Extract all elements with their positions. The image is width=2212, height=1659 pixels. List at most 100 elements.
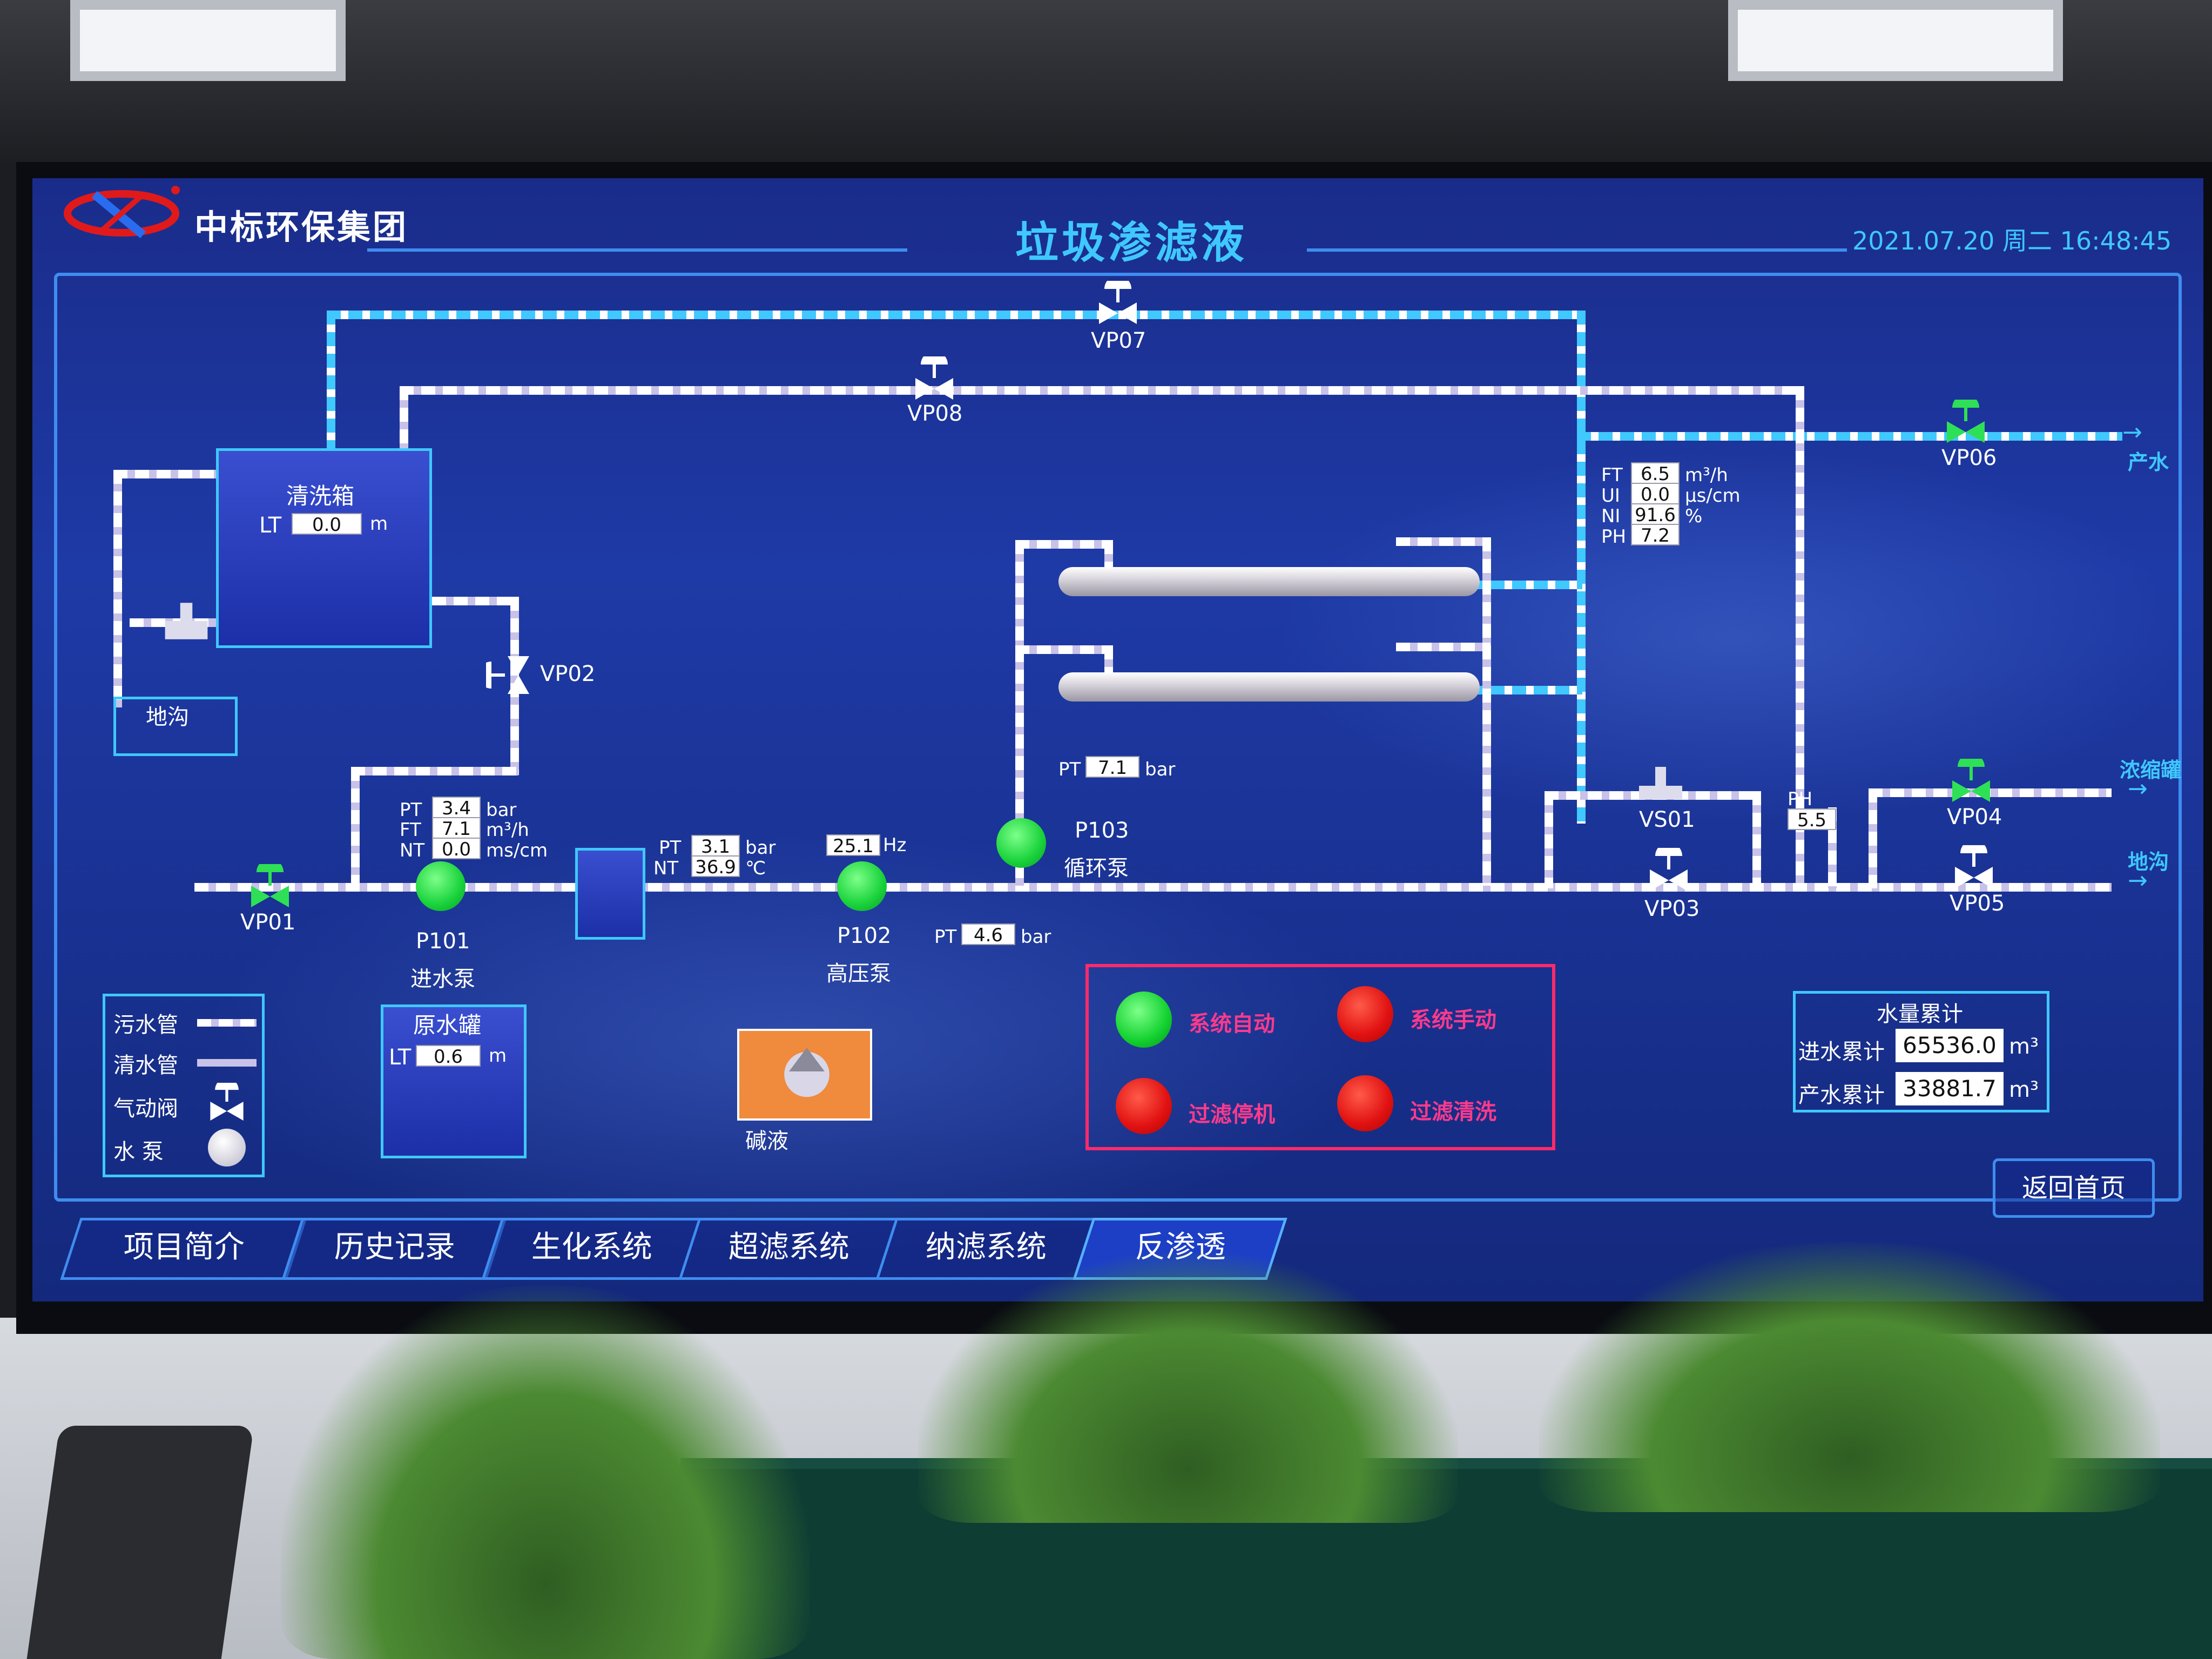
product-ft-value: 6.5	[1631, 462, 1680, 485]
pump-p103[interactable]	[996, 818, 1046, 868]
tab-label: 历史记录	[334, 1230, 455, 1265]
clean-pipe	[1469, 686, 1582, 694]
p102-id: P102	[837, 923, 892, 948]
tab-label: 超滤系统	[728, 1230, 849, 1265]
valve-vp03-icon[interactable]	[1647, 848, 1690, 891]
pump-p101[interactable]	[416, 861, 466, 911]
scada-screen: 中标环保集团 垃圾渗滤液 2021.07.20 周二 16:48:45 清洗箱 …	[32, 178, 2203, 1301]
inlet-nt-unit: ms/cm	[486, 840, 548, 861]
raw-tank-level: 0.6	[416, 1045, 481, 1068]
clean-pipe	[327, 311, 335, 454]
product-ui-label: UI	[1601, 485, 1620, 507]
inlet-nt-label: NT	[400, 840, 425, 861]
hp-nt-value: 36.9	[691, 855, 740, 878]
sewage-pipe	[1796, 386, 1804, 888]
concentrate-outlet-arrow-icon: →	[2128, 775, 2148, 802]
wash-tank-unit: m	[370, 513, 388, 535]
hp-nt-unit: ℃	[745, 858, 766, 879]
sewage-pipe	[1752, 791, 1761, 888]
pt-membrane-label: PT	[1058, 759, 1081, 780]
valve-vs01-icon[interactable]	[1628, 761, 1693, 805]
sewage-pipe	[432, 597, 518, 605]
status-auto-label: 系统自动	[1189, 1011, 1275, 1036]
sewage-pipe	[400, 386, 408, 454]
system-status-panel: 系统自动 系统手动 过滤停机 过滤清洗	[1085, 964, 1555, 1150]
potted-plant	[918, 1253, 1458, 1523]
valve-vp02-icon[interactable]	[486, 653, 529, 697]
page-title: 垃圾渗滤液	[1015, 218, 1247, 268]
tab-project-intro[interactable]: 项目简介	[60, 1218, 307, 1280]
wash-tank-level: 0.0	[292, 513, 362, 536]
valve-vp01-label: VP01	[240, 910, 296, 935]
status-filter-stop-lamp[interactable]	[1116, 1078, 1172, 1134]
legend-sewage-pipe-label: 污水管	[113, 1013, 178, 1037]
ro-membrane	[1058, 672, 1480, 702]
tab-biochem[interactable]: 生化系统	[481, 1218, 702, 1280]
product-ph-label: PH	[1601, 526, 1627, 548]
pt-after-p102-value: 4.6	[961, 923, 1015, 946]
ceiling-light	[70, 0, 346, 81]
water-totals-panel: 水量累计 进水累计 65536.0 m³ 产水累计 33881.7 m³	[1793, 991, 2049, 1112]
p102-frequency: 25.1	[826, 834, 880, 857]
outlet-concentrate-label: 浓缩罐	[2120, 758, 2182, 782]
pump-p102[interactable]	[837, 861, 887, 911]
valve-vp05-label: VP05	[1950, 891, 2005, 916]
valve-vp03-label: VP03	[1644, 896, 1700, 921]
company-logo-icon	[64, 186, 180, 239]
p102-frequency-unit: Hz	[883, 834, 907, 856]
home-button[interactable]: 返回首页	[1993, 1158, 2155, 1218]
sewage-pipe	[1396, 537, 1491, 546]
sewage-pipe	[1015, 645, 1112, 654]
totals-inflow-label: 进水累计	[1798, 1040, 1885, 1064]
valve-vp05-icon[interactable]	[1952, 845, 1995, 888]
legend-valve-label: 气动阀	[113, 1096, 178, 1121]
sewage-pipe	[113, 470, 122, 707]
valve-vp08-label: VP08	[907, 401, 963, 426]
raw-tank-unit: m	[489, 1045, 507, 1067]
status-filter-stop-label: 过滤停机	[1189, 1102, 1275, 1127]
status-manual-lamp[interactable]	[1337, 986, 1393, 1042]
tab-history[interactable]: 历史记录	[281, 1218, 507, 1280]
clean-pipe	[1469, 581, 1582, 589]
ceiling-light	[1728, 0, 2063, 81]
product-ft-label: FT	[1601, 464, 1623, 486]
valve-vp04-icon[interactable]	[1950, 759, 1993, 802]
potted-plant	[1539, 1242, 2160, 1512]
office-chair	[26, 1426, 254, 1659]
valve-vp07-label: VP07	[1091, 328, 1147, 353]
raw-tank-title: 原水罐	[413, 1012, 482, 1038]
status-auto-lamp[interactable]	[1116, 992, 1172, 1048]
product-ni-value: 91.6	[1631, 503, 1680, 526]
totals-inflow-unit: m³	[2009, 1034, 2039, 1059]
inlet-ft-unit: m³/h	[486, 819, 529, 841]
ceiling	[0, 0, 2212, 162]
status-filter-wash-lamp[interactable]	[1337, 1075, 1393, 1131]
outlet-product-label: 产水	[2128, 450, 2169, 474]
pt-membrane-unit: bar	[1145, 759, 1176, 780]
valve-vs01-label: VS01	[1639, 807, 1695, 832]
valve-vp02-label: VP02	[540, 662, 596, 686]
process-frame	[54, 273, 2182, 1202]
legend-pump-icon	[208, 1129, 246, 1166]
tab-ultrafiltration[interactable]: 超滤系统	[678, 1218, 899, 1280]
ditch-label: 地沟	[146, 705, 189, 730]
p103-name: 循环泵	[1064, 856, 1129, 881]
concentrate-ph-value: 5.5	[1788, 808, 1836, 831]
valve-vp07-icon[interactable]	[1096, 281, 1139, 324]
p101-id: P101	[416, 929, 470, 954]
valve-vp08-icon[interactable]	[913, 356, 956, 400]
valve-vp01-icon[interactable]	[248, 864, 292, 907]
potted-plant	[281, 1285, 810, 1659]
drain-outlet-arrow-icon: →	[2128, 867, 2148, 894]
product-ui-unit: μs/cm	[1685, 485, 1741, 507]
hp-pt-label: PT	[659, 837, 682, 859]
hp-pt-value: 3.1	[691, 835, 740, 858]
legend-clean-pipe-swatch	[197, 1059, 257, 1067]
totals-inflow-value: 65536.0	[1896, 1029, 2004, 1062]
valve-vp06-icon[interactable]	[1944, 400, 1987, 443]
valve-vp04-label: VP04	[1947, 805, 2002, 830]
totals-product-unit: m³	[2009, 1077, 2039, 1102]
inlet-pt-value: 3.4	[432, 797, 481, 819]
sewage-pipe	[1482, 537, 1491, 886]
totals-product-value: 33881.7	[1896, 1072, 2004, 1105]
